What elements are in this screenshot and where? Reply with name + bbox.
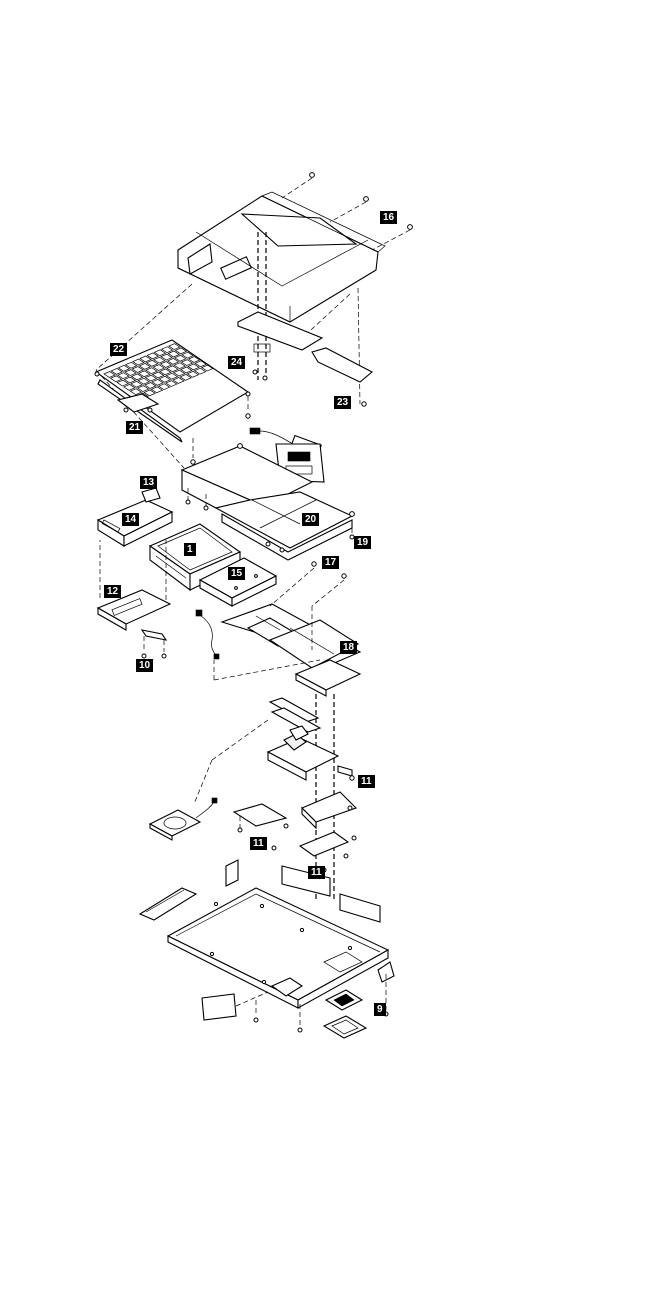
fan-part [150, 798, 217, 840]
callout-11-lower: 11 [308, 866, 325, 879]
callout-18: 18 [340, 641, 357, 654]
callout-20: 20 [302, 513, 319, 526]
callout-14: 14 [122, 513, 139, 526]
processor-chip-part [324, 990, 366, 1038]
docking-connector-part [268, 726, 352, 780]
callout-9: 9 [374, 1003, 386, 1016]
callout-12: 12 [104, 585, 121, 598]
callout-16: 16 [380, 211, 397, 224]
callout-22: 22 [110, 343, 127, 356]
strip-part [142, 630, 166, 658]
callout-10: 10 [136, 659, 153, 672]
callout-24: 24 [228, 356, 245, 369]
callout-23: 23 [334, 396, 351, 409]
top-cover-part [178, 192, 385, 322]
callout-11-left: 11 [250, 837, 267, 850]
callout-21: 21 [126, 421, 143, 434]
callout-19: 19 [354, 536, 371, 549]
small-cable-part [196, 610, 219, 659]
bracket-11-right [300, 776, 356, 872]
callout-13: 13 [140, 476, 157, 489]
keyboard-part [95, 340, 250, 464]
callout-17: 17 [322, 556, 339, 569]
callout-11-upper: 11 [358, 775, 375, 788]
rail-part [270, 698, 320, 732]
inner-plate-part [238, 312, 322, 380]
callout-1: 1 [184, 543, 196, 556]
callout-15: 15 [228, 567, 245, 580]
